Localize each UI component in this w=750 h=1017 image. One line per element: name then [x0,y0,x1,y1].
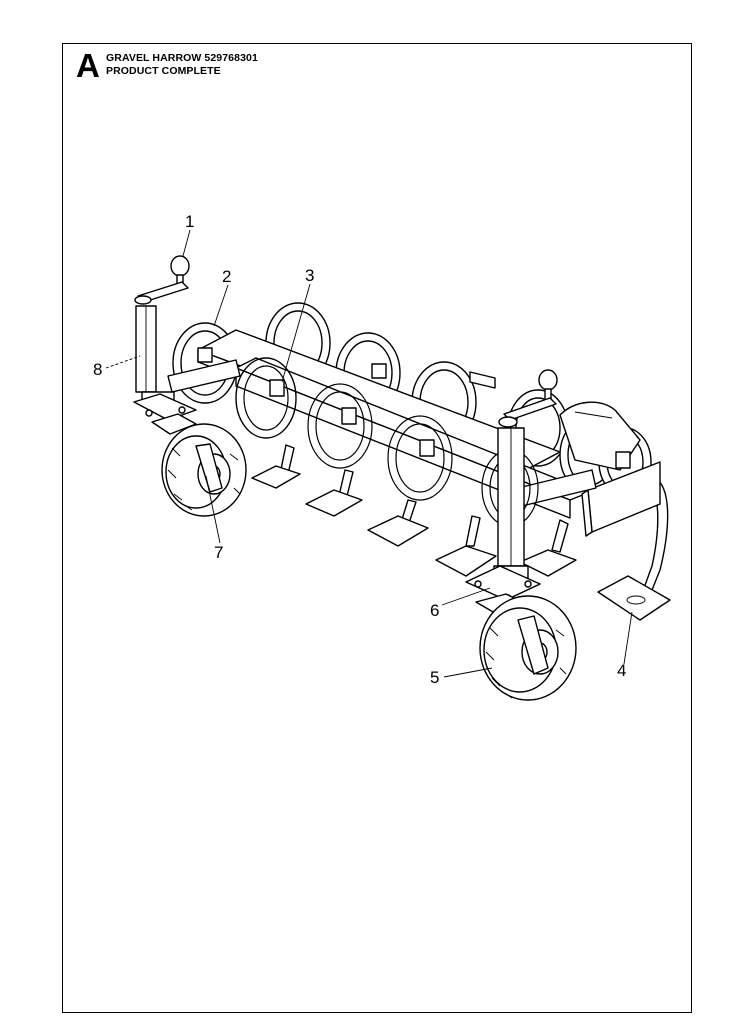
callout-8: 8 [93,360,102,379]
section-letter: A [76,47,100,84]
callout-2: 2 [222,267,231,286]
callout-6: 6 [430,601,439,620]
callout-5: 5 [430,668,439,687]
page-frame [62,43,692,1013]
callout-1: 1 [185,212,194,231]
right-jack [465,369,558,617]
callout-3: 3 [305,266,314,285]
front-spring-tines [197,347,631,527]
callout-4: 4 [617,661,626,680]
support-tines [251,444,671,621]
callout-7: 7 [214,543,223,562]
title-line-2: PRODUCT COMPLETE [106,65,221,77]
left-jack [133,255,197,435]
right-wheel [479,595,577,701]
left-wheel [161,423,247,517]
leader-lines [105,229,633,678]
title-line-1: GRAVEL HARROW 529768301 [106,52,258,64]
